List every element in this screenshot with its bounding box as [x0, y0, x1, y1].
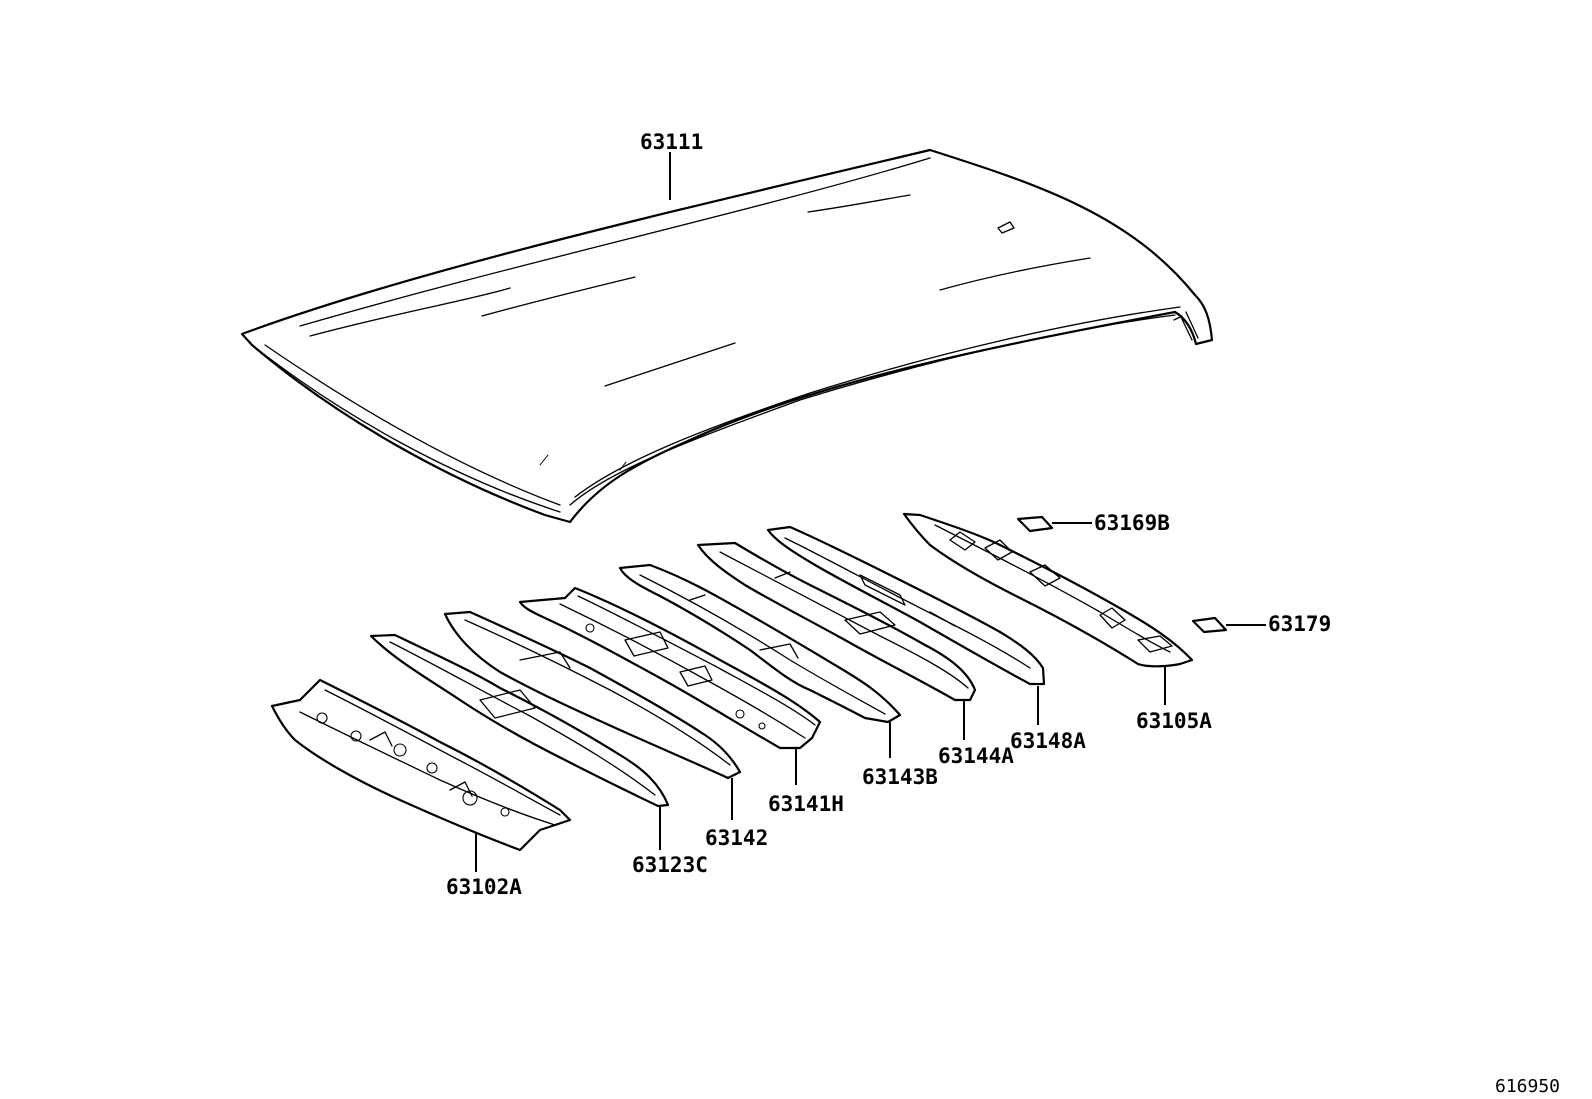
roof-bow-63148a[interactable] — [766, 525, 1046, 686]
roof-bow-63143b[interactable] — [618, 563, 902, 724]
roof-bow-63144a[interactable] — [696, 541, 977, 702]
part-label-63123c[interactable]: 63123C — [632, 853, 708, 877]
part-label-63179[interactable]: 63179 — [1268, 612, 1331, 636]
illustration-code: 616950 — [1495, 1076, 1560, 1097]
part-label-63144a[interactable]: 63144A — [938, 744, 1014, 768]
part-label-63111[interactable]: 63111 — [640, 130, 703, 154]
part-label-63105a[interactable]: 63105A — [1136, 709, 1212, 733]
bracket-63179[interactable] — [1191, 616, 1228, 634]
roof-bow-63123c[interactable] — [369, 633, 670, 808]
part-label-63141h[interactable]: 63141H — [768, 792, 844, 816]
roof-panel-63111[interactable] — [240, 148, 1214, 524]
part-label-63148a[interactable]: 63148A — [1010, 729, 1086, 753]
roof-bow-63142[interactable] — [443, 610, 742, 780]
part-label-63102a[interactable]: 63102A — [446, 875, 522, 899]
roof-front-header-63102a[interactable] — [270, 678, 572, 852]
part-label-63169b[interactable]: 63169B — [1094, 511, 1170, 535]
part-label-63142[interactable]: 63142 — [705, 826, 768, 850]
part-label-63143b[interactable]: 63143B — [862, 765, 938, 789]
roof-bow-63141h[interactable] — [518, 586, 822, 750]
bracket-63169b[interactable] — [1016, 515, 1054, 533]
roof-reinforcement-63105a[interactable] — [902, 512, 1194, 668]
